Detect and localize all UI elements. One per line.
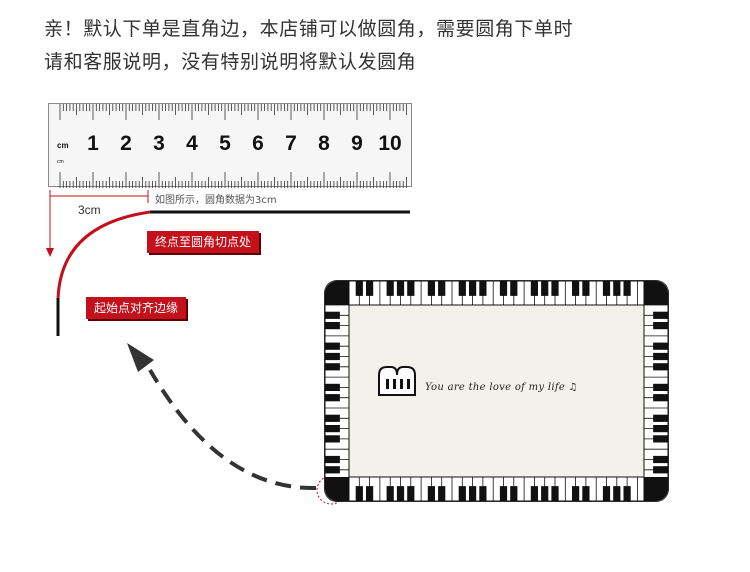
black-key bbox=[325, 342, 340, 350]
black-key bbox=[582, 486, 590, 501]
black-key bbox=[407, 486, 415, 501]
corner-block bbox=[325, 281, 349, 305]
radius-dimension-label: 3cm bbox=[78, 203, 101, 217]
ruler-number: 10 bbox=[378, 132, 402, 155]
start-point-tag: 起始点对齐边缘 bbox=[86, 297, 187, 319]
black-key bbox=[325, 424, 340, 433]
black-key bbox=[479, 281, 487, 296]
black-key bbox=[325, 383, 340, 392]
ruler-ticks bbox=[59, 104, 407, 188]
black-key bbox=[407, 281, 415, 296]
black-key bbox=[325, 394, 340, 402]
black-key bbox=[325, 363, 340, 371]
piano-icon bbox=[378, 366, 416, 396]
black-key bbox=[396, 281, 405, 296]
ruler-number: 8 bbox=[318, 132, 330, 155]
black-key bbox=[653, 383, 668, 392]
black-key bbox=[499, 281, 508, 296]
corner-block bbox=[325, 477, 349, 501]
black-key bbox=[325, 321, 340, 330]
black-key bbox=[458, 281, 466, 296]
black-key bbox=[468, 281, 477, 296]
corner-block bbox=[644, 477, 668, 501]
black-key bbox=[325, 466, 340, 474]
ruler-number: 2 bbox=[120, 132, 132, 155]
black-key bbox=[653, 435, 668, 443]
left-guide-arrowhead bbox=[46, 248, 54, 257]
black-key bbox=[458, 486, 466, 501]
black-key bbox=[386, 281, 394, 296]
black-key bbox=[613, 281, 621, 296]
black-key bbox=[653, 311, 668, 319]
black-key bbox=[438, 486, 446, 501]
dashed-arrow bbox=[148, 368, 317, 491]
black-key bbox=[653, 466, 668, 474]
ruler-unit-small-label: cm bbox=[57, 159, 64, 165]
mat-inscription: You are the love of my life ♫ bbox=[425, 382, 578, 393]
black-key bbox=[325, 311, 340, 319]
black-key bbox=[325, 455, 340, 464]
black-key bbox=[653, 321, 668, 330]
black-key bbox=[325, 414, 340, 422]
piano-key-mat: You are the love of my life ♫ bbox=[325, 281, 668, 501]
ruler-unit-label: cm bbox=[57, 141, 69, 150]
black-key bbox=[653, 424, 668, 433]
black-key bbox=[510, 281, 518, 296]
ruler-number: 1 bbox=[87, 132, 99, 155]
black-key bbox=[530, 281, 539, 296]
black-key bbox=[479, 486, 487, 501]
ruler-number: 5 bbox=[219, 132, 231, 155]
ruler-number: 3 bbox=[153, 132, 165, 155]
black-key bbox=[530, 486, 539, 501]
dashed-arrow-head bbox=[127, 343, 154, 372]
black-key bbox=[541, 486, 549, 501]
black-key bbox=[427, 486, 436, 501]
black-key bbox=[623, 281, 631, 296]
ruler-number: 4 bbox=[186, 132, 198, 155]
black-key bbox=[551, 281, 559, 296]
black-key bbox=[499, 486, 508, 501]
black-key bbox=[365, 486, 374, 501]
black-key bbox=[438, 281, 446, 296]
black-key bbox=[571, 281, 580, 296]
black-key bbox=[355, 281, 363, 296]
black-key bbox=[396, 486, 405, 501]
black-key bbox=[427, 281, 436, 296]
black-key bbox=[571, 486, 580, 501]
black-key bbox=[653, 394, 668, 402]
black-key bbox=[541, 281, 549, 296]
black-key bbox=[365, 281, 374, 296]
black-key bbox=[613, 486, 621, 501]
notice-line-1: 亲！默认下单是直角边，本店铺可以做圆角，需要圆角下单时 bbox=[44, 18, 574, 40]
black-key bbox=[551, 486, 559, 501]
black-key bbox=[602, 486, 611, 501]
bottom-key-strip bbox=[325, 476, 668, 501]
black-key bbox=[602, 281, 611, 296]
black-key bbox=[653, 363, 668, 371]
black-key bbox=[653, 342, 668, 350]
black-key bbox=[653, 414, 668, 422]
black-key bbox=[582, 281, 590, 296]
notice-line-2: 请和客服说明，没有特别说明将默认发圆角 bbox=[44, 51, 417, 73]
radius-caption: 如图所示，圆角数据为3cm bbox=[155, 195, 277, 206]
corner-block bbox=[644, 281, 668, 305]
black-key bbox=[653, 352, 668, 361]
rounded-corner-arc bbox=[56, 210, 151, 301]
black-key bbox=[355, 486, 363, 501]
black-key bbox=[325, 435, 340, 443]
ruler-number: 6 bbox=[252, 132, 264, 155]
ruler-number: 7 bbox=[285, 132, 297, 155]
top-key-strip bbox=[325, 281, 668, 306]
black-key bbox=[468, 486, 477, 501]
black-key bbox=[623, 486, 631, 501]
black-key bbox=[386, 486, 394, 501]
ruler-number: 9 bbox=[351, 132, 363, 155]
piano-key-border bbox=[325, 281, 668, 501]
black-key bbox=[325, 352, 340, 361]
black-key bbox=[653, 455, 668, 464]
black-key bbox=[510, 486, 518, 501]
end-point-tag: 终点至圆角切点处 bbox=[147, 231, 260, 253]
